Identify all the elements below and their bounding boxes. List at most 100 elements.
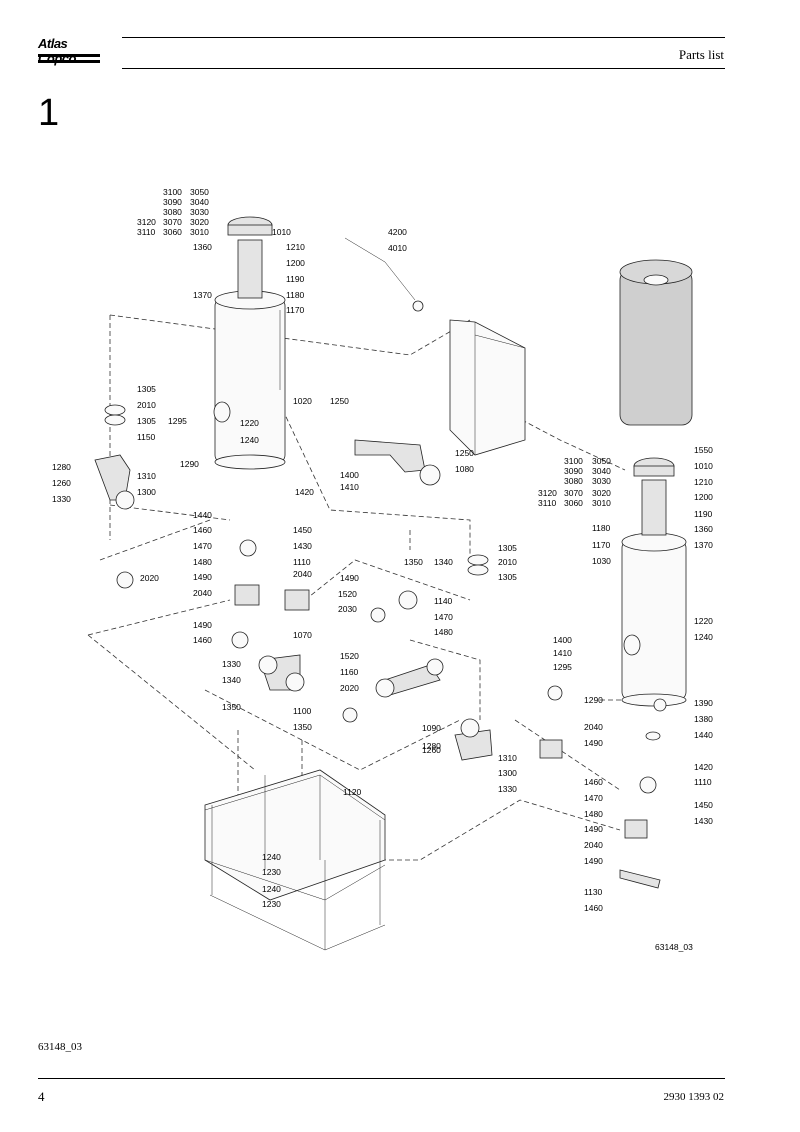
part-callout: 3080 [163, 207, 182, 217]
logo-bar-bottom [38, 60, 100, 63]
part-callout: 1200 [694, 492, 713, 502]
left-vessel [213, 216, 286, 470]
part-callout: 1200 [286, 258, 305, 268]
part-callout: 1305 [137, 384, 156, 394]
section-number: 1 [38, 92, 60, 134]
header-rule-top [122, 37, 725, 38]
part-callout: 1210 [694, 477, 713, 487]
part-callout: 3040 [190, 197, 209, 207]
part-callout: 1030 [592, 556, 611, 566]
part-callout: 2020 [140, 573, 159, 583]
part-callout: 1305 [137, 416, 156, 426]
part-callout: 1305 [498, 543, 517, 553]
part-callout: 1150 [137, 432, 156, 442]
part-callout: 1070 [293, 630, 312, 640]
page-title: Parts list [678, 47, 724, 62]
part-callout: 1260 [52, 478, 71, 488]
part-callout: 3080 [564, 476, 583, 486]
part-callout: 1130 [584, 887, 603, 897]
part-callout: 3020 [592, 488, 611, 498]
part-callout: 1100 [293, 706, 312, 716]
part-callout: 3070 [163, 217, 182, 227]
footer-rule [38, 1078, 725, 1079]
part-callout: 1490 [584, 856, 603, 866]
part-callout: 2040 [293, 569, 312, 579]
part-callout: 1430 [694, 816, 713, 826]
part-callout: 1310 [137, 471, 156, 481]
callout-labels: 3100309030803120311030503040303030703060… [52, 187, 713, 952]
assembly-guide-lines [87, 314, 645, 861]
part-callout: 1480 [584, 809, 603, 819]
part-callout: 3020 [190, 217, 209, 227]
part-callout: 1360 [193, 242, 212, 252]
part-callout: 1080 [455, 464, 474, 474]
part-callout: 1360 [694, 524, 713, 534]
part-callout: 1420 [694, 762, 713, 772]
part-callout: 1400 [340, 470, 359, 480]
part-callout: 1290 [584, 695, 603, 705]
part-callout: 3120 [137, 217, 156, 227]
part-callout: 1170 [286, 305, 305, 315]
part-callout: 1230 [262, 867, 281, 877]
part-callout: 1305 [498, 572, 517, 582]
part-callout: 3070 [564, 488, 583, 498]
part-callout: 1490 [193, 620, 212, 630]
part-callout: 1490 [193, 572, 212, 582]
part-callout: 1460 [584, 903, 603, 913]
part-callout: 1110 [694, 777, 712, 787]
part-callout: 1330 [498, 784, 517, 794]
part-callout: 2030 [338, 604, 357, 614]
part-callout: 3050 [190, 187, 209, 197]
part-callout: 1470 [584, 793, 603, 803]
electrical-box [449, 319, 526, 456]
part-callout: 1490 [340, 573, 359, 583]
part-callout: 3010 [592, 498, 611, 508]
part-callout: 1350 [222, 702, 241, 712]
part-callout: 1490 [584, 824, 603, 834]
part-callout: 3050 [592, 456, 611, 466]
part-callout: 3040 [592, 466, 611, 476]
part-callout: 1300 [498, 768, 517, 778]
part-callout: 3110 [137, 227, 156, 237]
part-callout: 1470 [434, 612, 453, 622]
page-number: 4 [38, 1089, 45, 1104]
part-callout: 1190 [286, 274, 305, 284]
diagram-drawing-ref: 63148_03 [655, 942, 693, 952]
part-callout: 1010 [694, 461, 713, 471]
document-number: 2930 1393 02 [663, 1091, 725, 1103]
part-callout: 1460 [193, 635, 212, 645]
part-callout: 1180 [286, 290, 305, 300]
part-callout: 1120 [343, 787, 362, 797]
part-callout: 1300 [137, 487, 156, 497]
part-callout: 1440 [694, 730, 713, 740]
part-callout: 3120 [538, 488, 557, 498]
part-callout: 3090 [163, 197, 182, 207]
part-callout: 1450 [694, 800, 713, 810]
support-frame [204, 769, 386, 951]
part-callout: 1290 [180, 459, 199, 469]
part-callout: 1110 [293, 557, 311, 567]
part-callout: 3010 [190, 227, 209, 237]
part-callout: 2040 [193, 588, 212, 598]
part-callout: 1330 [52, 494, 71, 504]
part-callout: 2040 [584, 840, 603, 850]
part-callout: 2040 [584, 722, 603, 732]
part-callout: 2010 [137, 400, 156, 410]
part-callout: 1250 [455, 448, 474, 458]
part-callout: 1140 [434, 596, 453, 606]
part-callout: 1520 [338, 589, 357, 599]
part-callout: 1440 [193, 510, 212, 520]
footer-drawing-ref: 63148_03 [38, 1041, 82, 1053]
part-callout: 1410 [553, 648, 572, 658]
part-callout: 1400 [553, 635, 572, 645]
part-callout: 1240 [240, 435, 259, 445]
part-callout: 3110 [538, 498, 557, 508]
piping-fittings [94, 404, 667, 889]
part-callout: 1170 [592, 540, 611, 550]
part-callout: 1390 [694, 698, 713, 708]
part-callout: 1280 [52, 462, 71, 472]
part-callout: 1190 [694, 509, 713, 519]
part-callout: 1410 [340, 482, 359, 492]
part-callout: 1480 [434, 627, 453, 637]
